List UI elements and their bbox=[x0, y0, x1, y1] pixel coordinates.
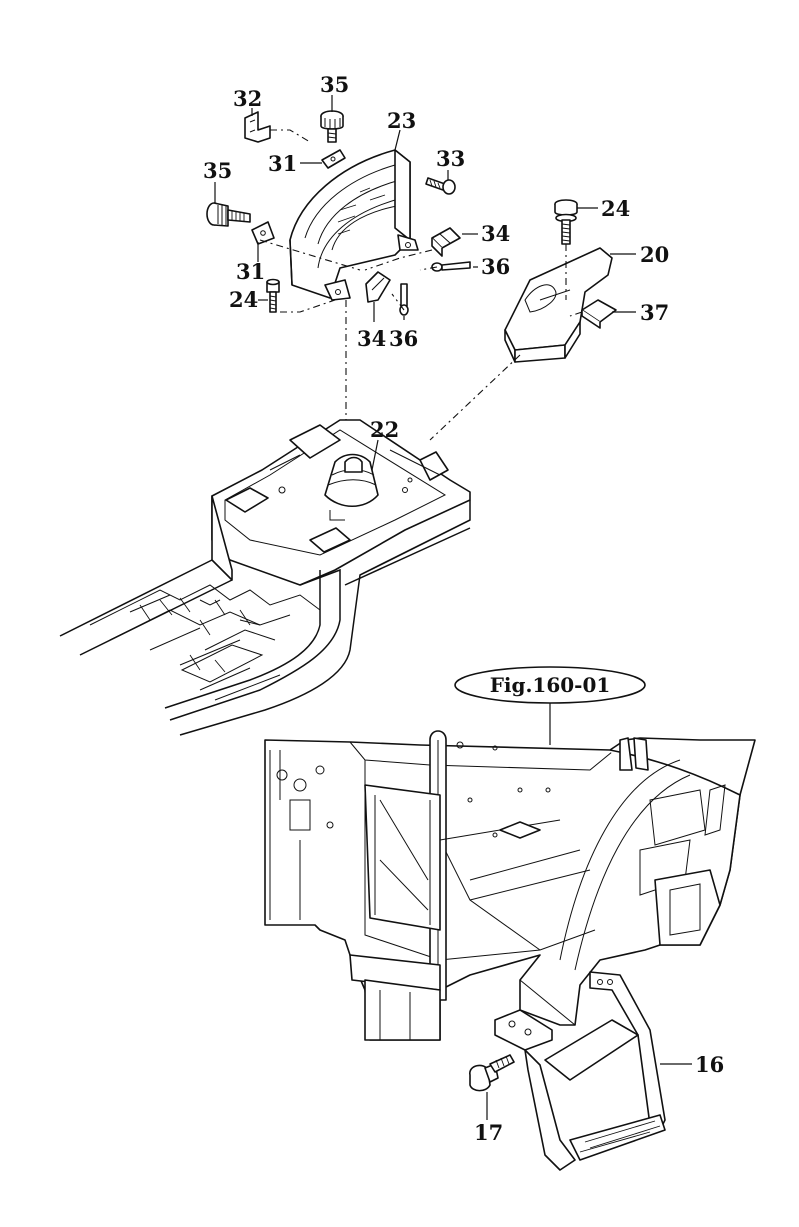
spacer-37[interactable] bbox=[581, 299, 617, 329]
knob-bolt-35-left[interactable] bbox=[206, 202, 251, 227]
screw-33[interactable] bbox=[425, 177, 456, 195]
callout-17: 17 bbox=[474, 1120, 503, 1145]
callout-31-lower: 31 bbox=[236, 259, 265, 284]
callout-36-lower: 36 bbox=[389, 326, 418, 351]
clip-31-lower[interactable] bbox=[251, 221, 275, 245]
callout-24-right: 24 bbox=[601, 196, 630, 221]
knob-bolt-35-upper[interactable] bbox=[320, 110, 344, 143]
lever-guide-cover[interactable] bbox=[289, 149, 419, 301]
callout-34-upper: 34 bbox=[481, 221, 510, 246]
bolt-24-right[interactable] bbox=[554, 199, 578, 245]
leader-lines bbox=[214, 95, 692, 1120]
callout-33: 33 bbox=[436, 146, 465, 171]
figure-reference-text: Fig.160-01 bbox=[490, 673, 611, 697]
assembly-lines bbox=[259, 129, 583, 441]
callout-35-left: 35 bbox=[203, 158, 232, 183]
callout-labels: 32 35 23 31 33 35 34 36 31 24 34 36 24 2… bbox=[203, 72, 724, 1145]
callout-23: 23 bbox=[387, 108, 416, 133]
callout-22: 22 bbox=[370, 417, 399, 442]
clip-34-lower[interactable] bbox=[365, 271, 391, 303]
callout-31-upper: 31 bbox=[268, 151, 297, 176]
callout-24-left: 24 bbox=[229, 287, 258, 312]
panel-bracket-20[interactable] bbox=[504, 247, 613, 363]
cab-floor-assembly[interactable] bbox=[59, 419, 471, 736]
step-16[interactable] bbox=[494, 971, 666, 1171]
callout-32: 32 bbox=[233, 86, 262, 111]
callout-35-upper: 35 bbox=[320, 72, 349, 97]
callout-16: 16 bbox=[695, 1052, 724, 1077]
pin-36-lower[interactable] bbox=[399, 283, 409, 316]
clip-34-upper[interactable] bbox=[431, 227, 461, 257]
callout-34-lower: 34 bbox=[357, 326, 386, 351]
figure-reference-tag[interactable]: Fig.160-01 bbox=[454, 666, 646, 704]
bolt-17[interactable] bbox=[469, 1054, 515, 1092]
bracket-32[interactable] bbox=[244, 111, 271, 143]
callout-36-upper: 36 bbox=[481, 254, 510, 279]
bolt-24-left[interactable] bbox=[266, 278, 280, 313]
clip-31-upper[interactable] bbox=[321, 149, 346, 169]
cab-body bbox=[264, 730, 756, 1041]
callout-20: 20 bbox=[640, 242, 669, 267]
pin-36-upper[interactable] bbox=[431, 261, 471, 272]
callout-37: 37 bbox=[640, 300, 669, 325]
